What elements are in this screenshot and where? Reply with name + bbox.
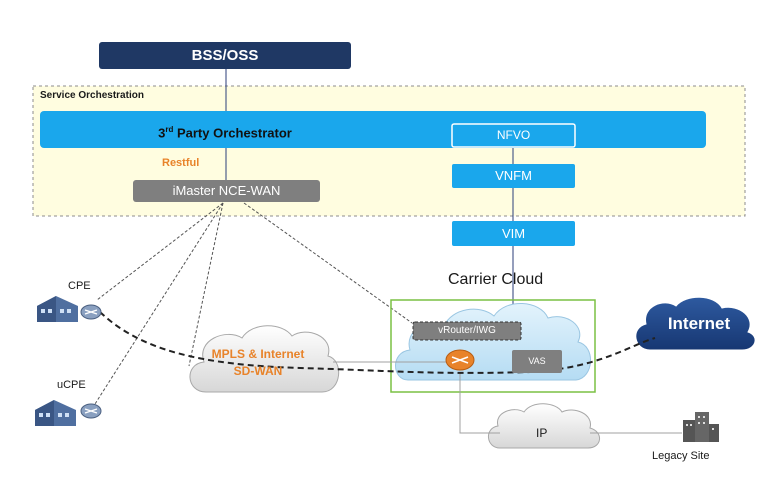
vas-label: VAS <box>528 356 546 366</box>
vnfm-box <box>452 164 575 188</box>
third-party-rest: Party Orchestrator <box>173 125 292 141</box>
carrier-cloud-label: Carrier Cloud <box>448 271 544 288</box>
ip-links <box>333 361 682 434</box>
legacy-site-label: Legacy Site <box>652 450 710 462</box>
vrouter-box <box>412 321 522 341</box>
ucpe-device-icon <box>80 403 102 419</box>
internet-cloud-shape <box>635 296 756 351</box>
nfvo-label: NFVO <box>496 128 531 142</box>
cpe-label: CPE <box>68 280 91 292</box>
ucpe-label: uCPE <box>57 379 86 391</box>
third-party-sup: rd <box>165 125 174 134</box>
bss-oss-box <box>99 42 351 69</box>
carrier-cloud-frame <box>390 299 596 393</box>
vas-box <box>512 350 562 373</box>
router-icon <box>445 349 475 371</box>
vrouter-label: vRouter/IWG <box>438 325 496 336</box>
management-dotted-lines <box>94 202 413 405</box>
internet-label: Internet <box>667 314 731 333</box>
sd-wan-dashed-path <box>99 311 656 374</box>
restful-label: Restful <box>162 157 200 169</box>
ip-label: IP <box>536 426 548 440</box>
mpls-internet-label: MPLS & Internet <box>211 347 305 361</box>
cpe-building-icon <box>37 296 78 322</box>
vim-label: VIM <box>501 226 526 241</box>
vnfm-label: VNFM <box>495 168 532 183</box>
third-party-orchestrator-label: 3rd Party Orchestrator <box>130 111 320 148</box>
sd-wan-label: SD-WAN <box>233 364 283 378</box>
cpe-device-icon <box>80 304 102 320</box>
service-orchestration-label: Service Orchestration <box>40 90 144 101</box>
imaster-label: iMaster NCE-WAN <box>172 183 281 198</box>
legacy-site-building-icon <box>683 412 719 442</box>
imaster-box <box>133 180 320 202</box>
vim-box <box>452 221 575 246</box>
nfvo-box <box>451 123 576 148</box>
mpls-cloud-shape <box>189 325 340 393</box>
ucpe-building-icon <box>35 400 76 426</box>
bss-oss-label: BSS/OSS <box>191 47 259 64</box>
ip-cloud-shape <box>488 403 600 449</box>
third-party-prefix: 3 <box>158 125 166 141</box>
